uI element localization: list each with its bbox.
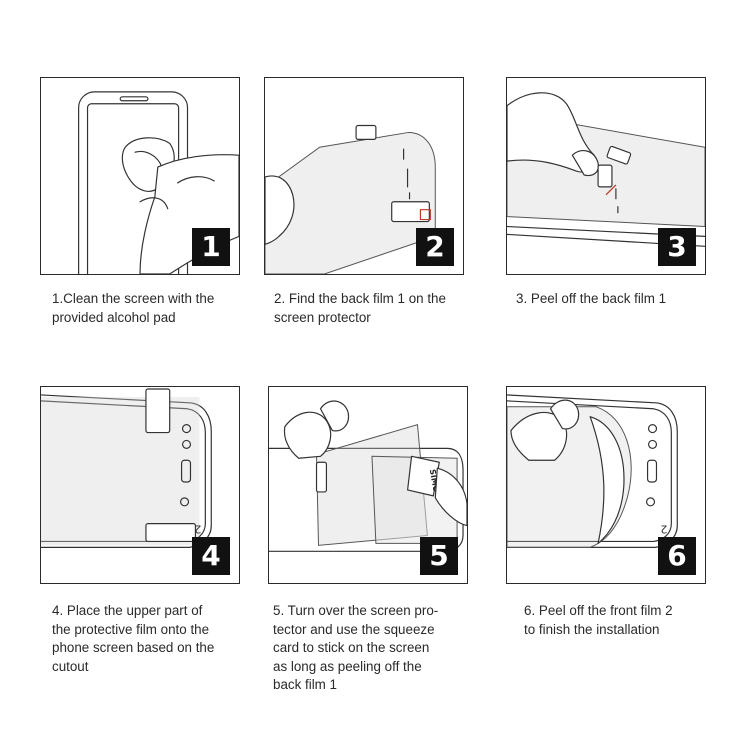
step-number-badge: 2 (416, 228, 454, 266)
film-2-mark: 2 (660, 523, 667, 536)
step-3-caption: 3. Peel off the back film 1 (516, 291, 667, 306)
step-number-badge: 4 (192, 537, 230, 575)
film-2-mark: 2 (194, 523, 201, 536)
step-4-panel: 2 4 (40, 386, 240, 584)
squeeze-card-illustration: SIMU (269, 400, 467, 552)
peel-front-film-illustration: 2 (507, 394, 678, 548)
step-number-badge: 1 (192, 228, 230, 266)
step-6-caption: 6. Peel off the front film 2 to finish t… (524, 603, 673, 637)
step-5-caption: 5. Turn over the screen pro- tector and … (273, 603, 439, 692)
step-number-badge: 6 (658, 537, 696, 575)
step-number-badge: 3 (658, 228, 696, 266)
back-film-illustration (265, 124, 436, 274)
step-2-caption: 2. Find the back film 1 on the screen pr… (274, 291, 446, 325)
step-6-panel: 2 6 (506, 386, 706, 584)
step-5-panel: SIMU 5 (268, 386, 468, 584)
step-1-panel: 1 (40, 77, 240, 275)
step-3-panel: 3 (506, 77, 706, 275)
place-film-illustration: 2 (41, 388, 212, 548)
step-1-caption: 1.Clean the screen with the provided alc… (52, 291, 215, 325)
step-2-panel: 2 (264, 77, 464, 275)
peel-back-film-illustration (507, 92, 705, 247)
step-4-caption: 4. Place the upper part of the protectiv… (52, 603, 215, 674)
step-number-badge: 5 (420, 537, 458, 575)
